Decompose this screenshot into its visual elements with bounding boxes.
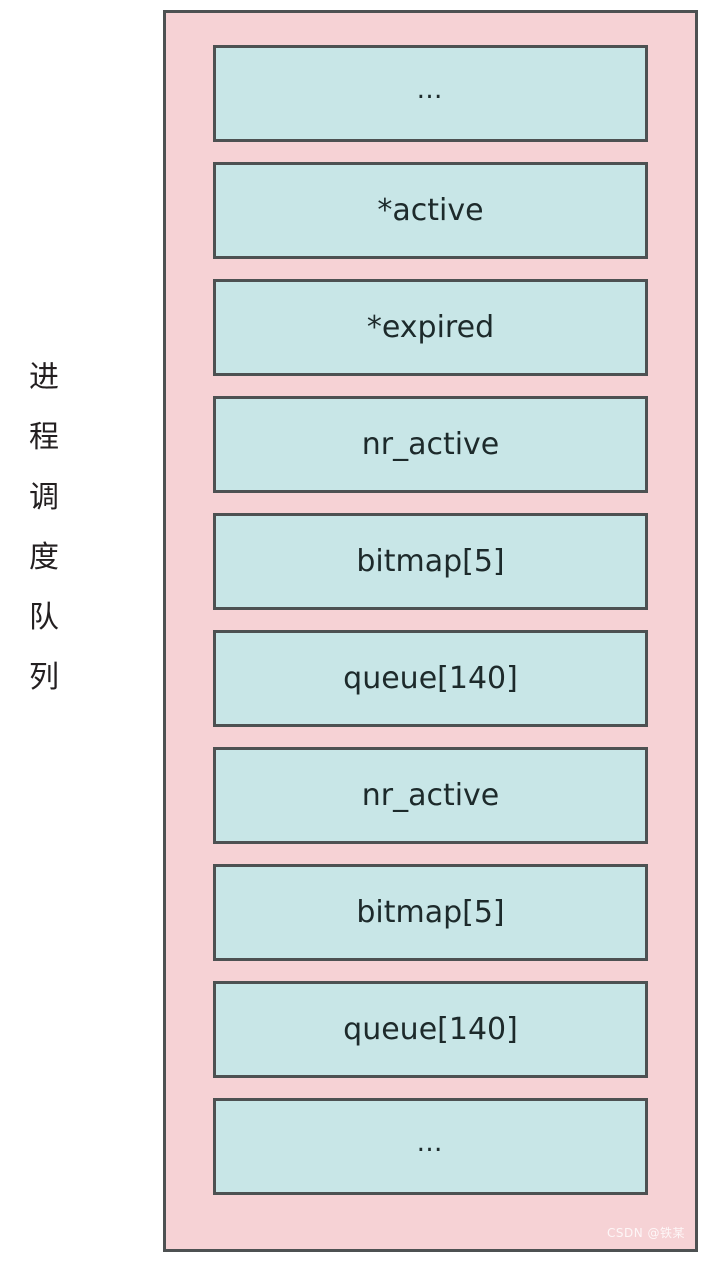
struct-field-label: *expired: [366, 309, 495, 345]
struct-field-box: bitmap[5]: [213, 864, 648, 961]
struct-field-box: nr_active: [213, 396, 648, 493]
struct-field-label: bitmap[5]: [356, 894, 505, 930]
struct-field-label: nr_active: [361, 777, 500, 813]
struct-field-box: …: [213, 45, 648, 142]
struct-field-box: queue[140]: [213, 981, 648, 1078]
struct-field-label: queue[140]: [343, 660, 518, 696]
vertical-title-char: 进: [29, 360, 59, 395]
struct-field-label: nr_active: [361, 426, 500, 462]
struct-field-box: *active: [213, 162, 648, 259]
vertical-title-char: 度: [29, 540, 59, 575]
csdn-watermark: CSDN @铁某: [606, 1226, 685, 1240]
struct-field-box: queue[140]: [213, 630, 648, 727]
struct-field-label: queue[140]: [343, 1011, 518, 1047]
struct-field-label: bitmap[5]: [356, 543, 505, 579]
struct-field-box: *expired: [213, 279, 648, 376]
vertical-title-char: 列: [29, 660, 59, 695]
struct-field-label: …: [416, 1127, 445, 1158]
struct-field-label: …: [416, 74, 445, 105]
struct-field-label: *active: [377, 192, 484, 228]
diagram-vertical-title: 进程调度队列: [16, 348, 72, 708]
struct-field-list: … *active *expired nr_active bitmap[5] queue[…: [213, 45, 648, 1195]
vertical-title-char: 程: [29, 420, 59, 455]
struct-field-box: nr_active: [213, 747, 648, 844]
vertical-title-char: 队: [29, 600, 59, 635]
struct-field-box: …: [213, 1098, 648, 1195]
struct-field-box: bitmap[5]: [213, 513, 648, 610]
vertical-title-char: 调: [29, 480, 59, 515]
runqueue-struct-container: … *active *expired nr_active bitmap[5] queue[…: [163, 10, 698, 1252]
